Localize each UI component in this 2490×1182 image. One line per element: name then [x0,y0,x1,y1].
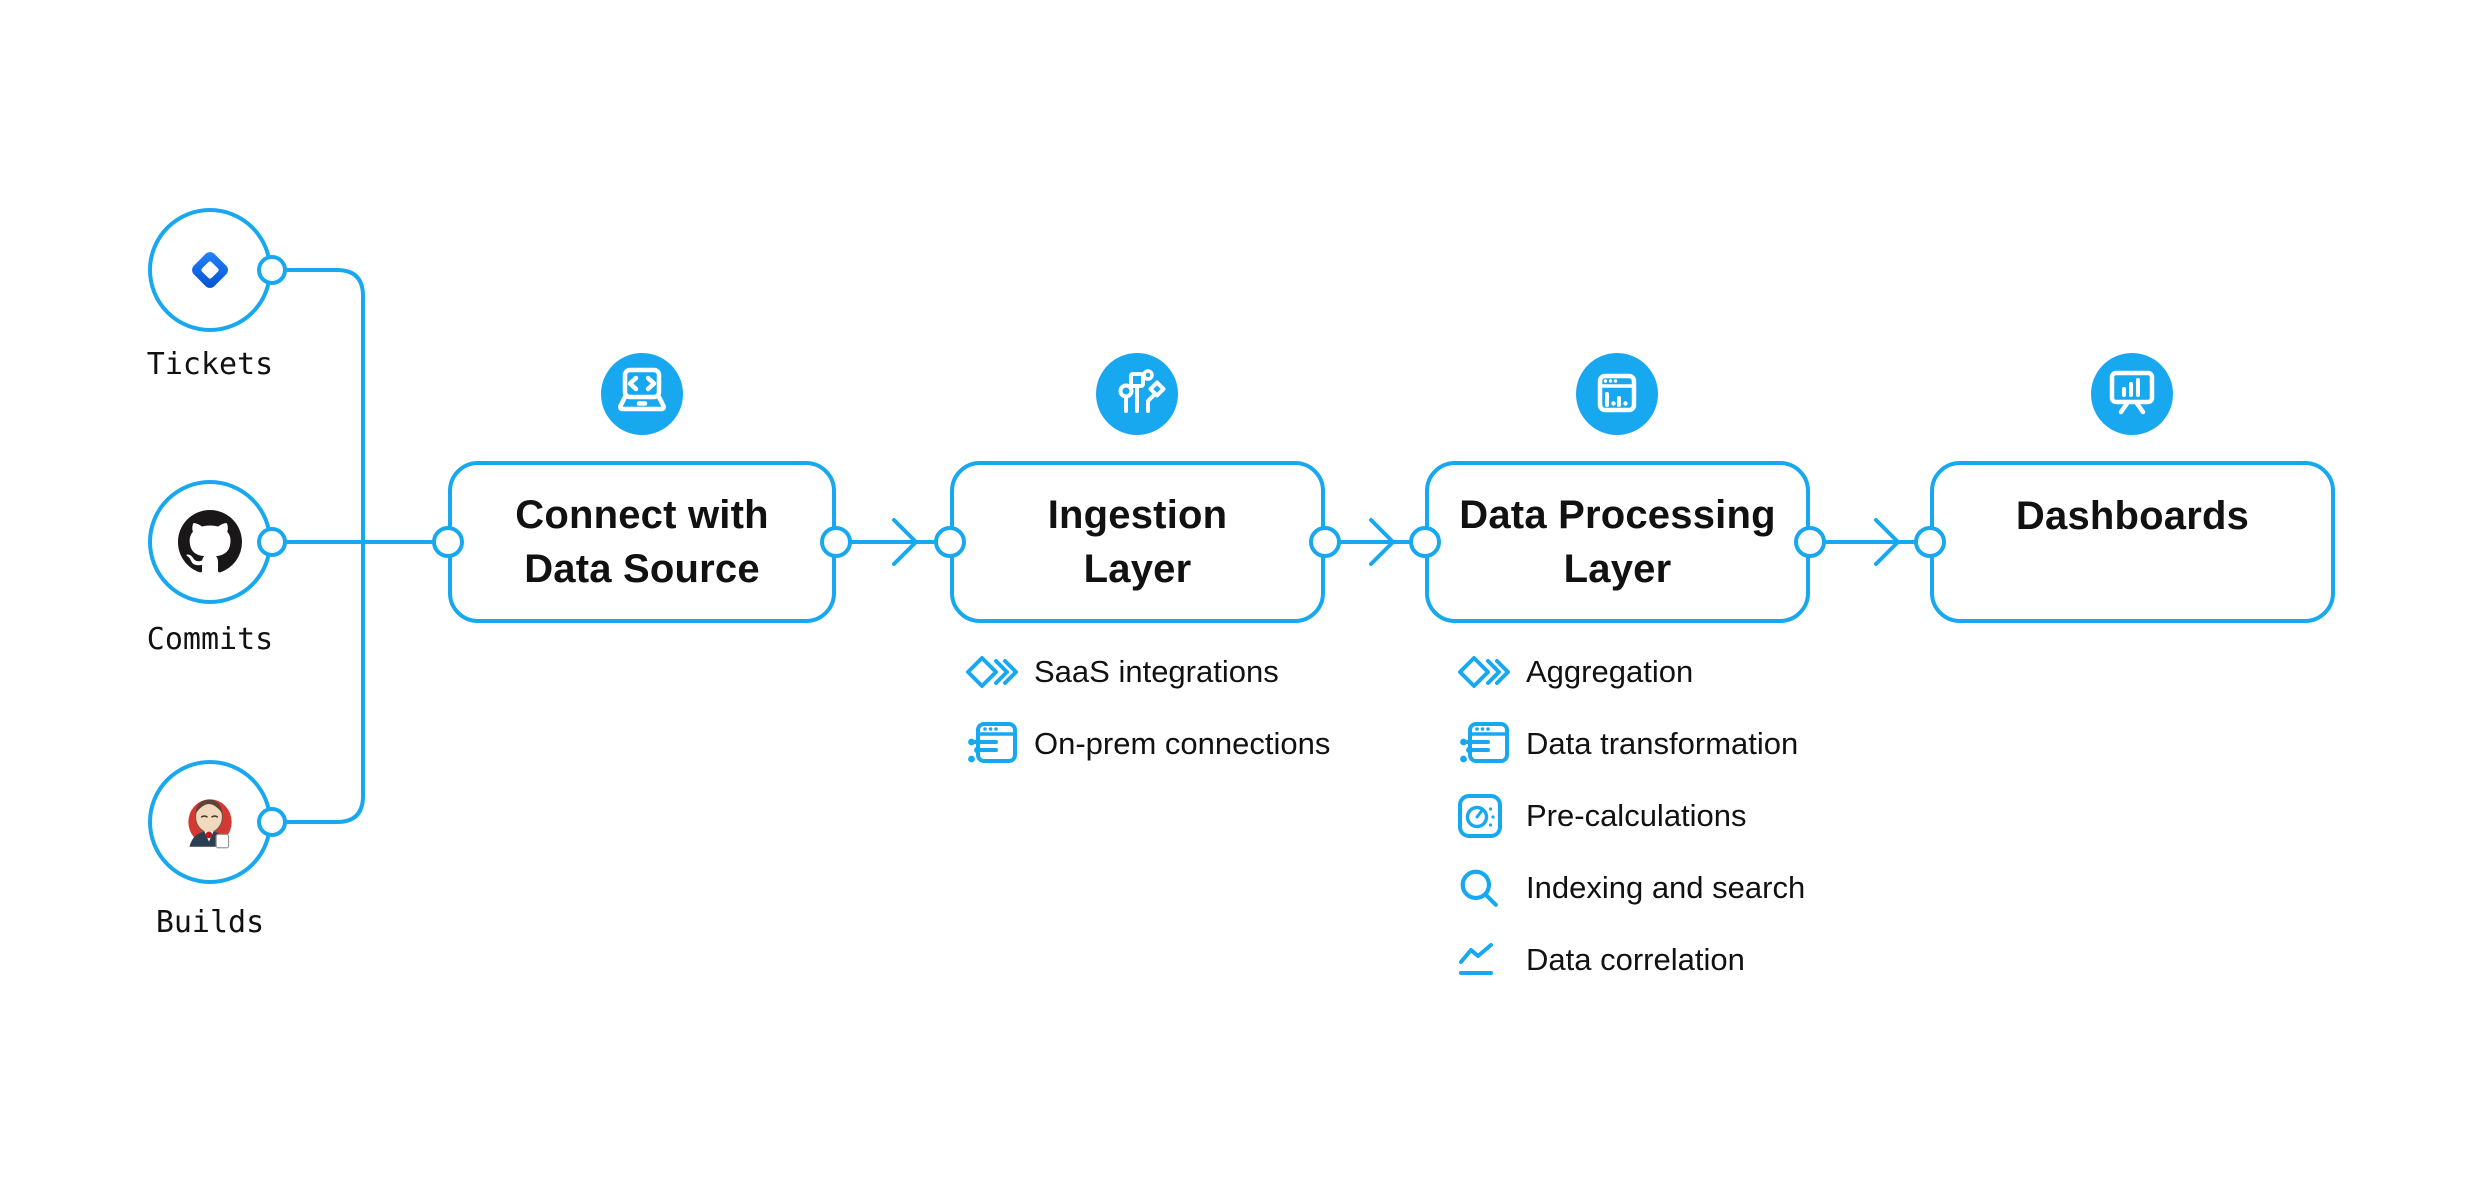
stage-box-ingestion: Ingestion Layer [950,461,1325,623]
jira-icon [192,252,228,288]
source-node-builds [148,760,272,884]
arrow-head-3 [1874,518,1900,566]
list-item-label: On-prem connections [1034,726,1331,761]
list-item: SaaS integrations [966,636,1330,708]
stage-badge-dashboards [2091,353,2173,435]
circuit-nodes-icon [1118,369,1166,413]
presentation-chart-icon [2109,370,2155,415]
list-item-label: Pre-calculations [1526,798,1747,833]
search-icon [1458,867,1512,909]
stage-title-line: Connect with [515,493,769,537]
stage-badge-connect [601,353,683,435]
list-item-label: Data transformation [1526,726,1799,761]
list-item: Data correlation [1458,924,1805,996]
stage-box-processing: Data Processing Layer [1425,461,1810,623]
list-item: Aggregation [1458,636,1805,708]
ingestion-feature-list: SaaS integrations On-prem connections [966,636,1330,780]
processing-feature-list: Aggregation Data transformation [1458,636,1805,996]
source-node-tickets [148,208,272,332]
window-connections-icon [966,721,1020,767]
window-connections-icon [1458,721,1512,767]
source-node-commits [148,480,272,604]
list-item-label: Indexing and search [1526,870,1806,905]
gauge-icon [1458,794,1512,838]
source-label-commits: Commits [146,622,274,657]
list-item-label: Aggregation [1526,654,1694,689]
stage-title-line: Data Source [524,547,760,591]
stacked-diamonds-icon [1458,654,1512,690]
stage-box-dashboards: Dashboards [1930,461,2335,623]
stacked-diamonds-icon [966,654,1020,690]
stage-title-line: Ingestion [1047,493,1228,537]
list-item-label: SaaS integrations [1034,654,1279,689]
github-icon [178,510,242,573]
chart-line-icon [1458,942,1512,978]
stage-title-line: Layer [1563,547,1672,591]
window-bar-chart-icon [1597,373,1637,413]
laptop-code-icon [618,367,666,412]
source-label-builds: Builds [155,905,265,940]
stage-title-line: Data Processing [1459,493,1776,537]
source-label-tickets: Tickets [146,347,274,382]
list-item: Pre-calculations [1458,780,1805,852]
jenkins-icon [188,799,232,849]
list-item: Indexing and search [1458,852,1805,924]
stage-title-line: Layer [1083,547,1192,591]
list-item: Data transformation [1458,708,1805,780]
list-item-label: Data correlation [1526,942,1745,977]
stage-box-connect: Connect with Data Source [448,461,836,623]
arrow-head-1 [892,518,918,566]
stage-badge-processing [1576,353,1658,435]
list-item: On-prem connections [966,708,1330,780]
stage-badge-ingestion [1096,353,1178,435]
stage-title-line: Dashboards [2015,494,2250,538]
arrow-head-2 [1369,518,1395,566]
